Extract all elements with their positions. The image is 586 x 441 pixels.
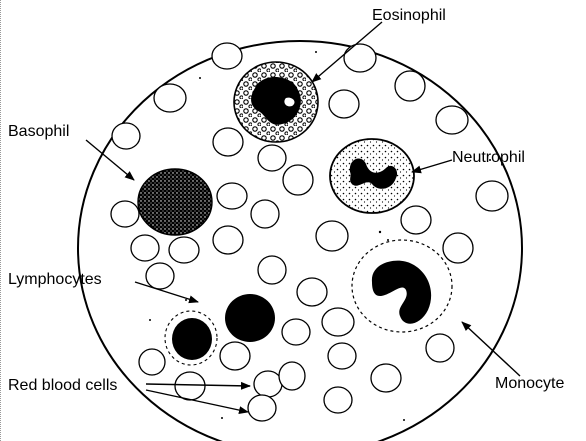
red-blood-cell	[324, 387, 352, 413]
red-blood-cell	[146, 263, 174, 289]
red-blood-cell	[476, 181, 508, 211]
neutrophil-cell	[330, 139, 414, 213]
red-blood-cell	[254, 371, 282, 397]
red-blood-cell	[112, 123, 140, 149]
basophil-cell	[138, 169, 212, 235]
red-blood-cell	[220, 342, 250, 370]
basophil-label: Basophil	[8, 124, 69, 140]
red-blood-cell	[436, 106, 468, 134]
lymphocyte-cell	[165, 311, 217, 365]
red-blood-cell	[251, 200, 279, 228]
red-blood-cells-label: Red blood cells	[8, 378, 117, 394]
red-blood-cell	[282, 319, 310, 345]
monocyte-label: Monocyte	[495, 376, 564, 392]
eosinophil-cell	[234, 62, 318, 142]
red-blood-cell	[297, 278, 327, 306]
red-blood-cell	[169, 237, 199, 263]
red-blood-cell	[258, 256, 286, 284]
red-blood-cell	[283, 165, 313, 195]
red-blood-cell	[175, 372, 205, 400]
red-blood-cell	[248, 395, 276, 421]
red-blood-cell	[217, 183, 247, 209]
red-blood-cell	[212, 43, 242, 69]
red-blood-cell	[258, 145, 286, 171]
monocyte-cell	[352, 240, 452, 332]
red-blood-cell	[328, 343, 356, 369]
red-blood-cell	[279, 362, 305, 390]
red-blood-cell	[371, 364, 401, 392]
lymphocytes-label: Lymphocytes	[8, 272, 102, 288]
red-blood-cell	[395, 71, 425, 101]
red-blood-cell	[111, 201, 139, 227]
red-blood-cell	[131, 235, 159, 261]
neutrophil-label: Neutrophil	[452, 150, 525, 166]
red-blood-cell	[443, 233, 473, 263]
red-blood-cell	[139, 349, 165, 375]
eosinophil-label: Eosinophil	[372, 8, 446, 24]
lymphocyte-cell	[225, 294, 275, 342]
red-blood-cell	[401, 206, 431, 234]
red-blood-cell	[426, 334, 454, 362]
red-blood-cell	[329, 90, 359, 118]
red-blood-cell	[213, 226, 243, 254]
red-blood-cell	[154, 84, 186, 112]
red-blood-cell	[344, 44, 376, 72]
red-blood-cell	[322, 308, 354, 336]
red-blood-cell	[316, 221, 348, 251]
red-blood-cell	[213, 128, 243, 156]
